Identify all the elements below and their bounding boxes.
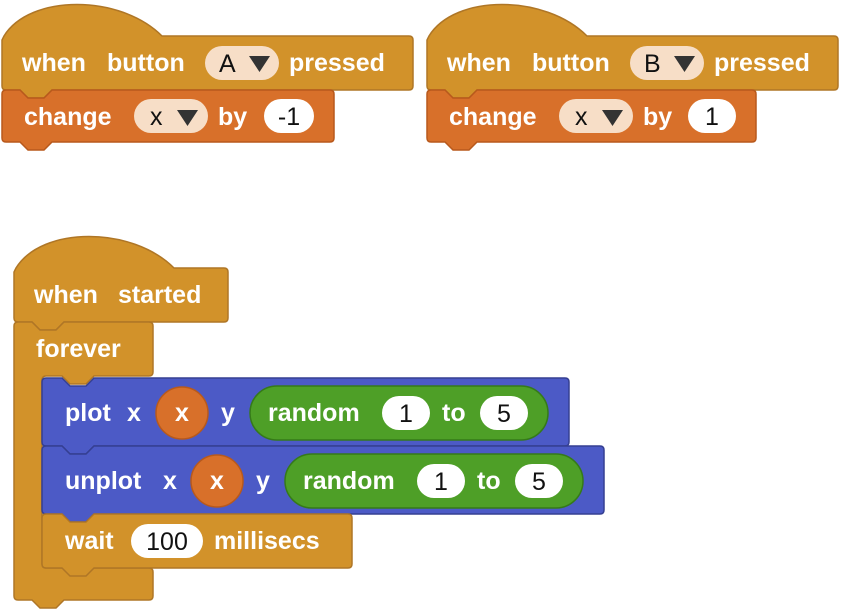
plot-random-label: random bbox=[268, 399, 360, 427]
button-dropdown[interactable]: A bbox=[205, 46, 279, 80]
unplot-x-variable-circle[interactable] bbox=[190, 454, 244, 508]
forever-label: forever bbox=[36, 335, 121, 363]
dropdown-arrow-icon bbox=[674, 56, 695, 72]
variable-dropdown-bg[interactable] bbox=[559, 99, 633, 133]
plot-label: plot bbox=[65, 399, 111, 427]
script-button-b: when button B pressed change x by 1 bbox=[426, 3, 839, 151]
variable-dropdown[interactable]: x bbox=[134, 99, 208, 133]
plot-random-reporter[interactable]: random 1 to 5 bbox=[249, 385, 549, 441]
unplot-random-label: random bbox=[303, 467, 395, 495]
dropdown-arrow-icon bbox=[177, 110, 198, 126]
unplot-random-from-bg[interactable] bbox=[417, 464, 465, 498]
change-label: change bbox=[24, 103, 112, 131]
unplot-x-label: x bbox=[163, 467, 177, 495]
unplot-random-from[interactable]: 1 bbox=[434, 468, 448, 496]
unplot-random-to-bg[interactable] bbox=[515, 464, 563, 498]
plot-y-label: y bbox=[221, 399, 235, 427]
change-block-b[interactable]: change x by 1 bbox=[426, 89, 757, 151]
unplot-y-label: y bbox=[256, 467, 270, 495]
plot-x-variable: x bbox=[175, 399, 189, 427]
button-dropdown-bg[interactable] bbox=[205, 46, 279, 80]
unplot-x-variable: x bbox=[210, 467, 224, 495]
plot-x-label: x bbox=[127, 399, 141, 427]
plot-x-variable-reporter[interactable]: x bbox=[155, 386, 209, 440]
hat-button-text: button bbox=[107, 49, 185, 77]
dropdown-arrow-icon bbox=[249, 56, 270, 72]
hat-when-text: when bbox=[446, 49, 511, 77]
wait-block[interactable]: wait 100 millisecs bbox=[41, 513, 353, 577]
button-dropdown-value: B bbox=[644, 50, 661, 78]
hat-block-button-b[interactable]: when button B pressed bbox=[426, 3, 839, 99]
button-dropdown-bg[interactable] bbox=[630, 46, 704, 80]
wait-input-bg[interactable] bbox=[131, 524, 203, 558]
amount-input[interactable]: 1 bbox=[705, 103, 719, 131]
plot-random-from-bg[interactable] bbox=[382, 396, 430, 430]
plot-to-label: to bbox=[442, 399, 466, 427]
plot-random-from[interactable]: 1 bbox=[399, 400, 413, 428]
change-label: change bbox=[449, 103, 537, 131]
amount-input-bg[interactable] bbox=[688, 99, 736, 133]
by-label: by bbox=[643, 103, 672, 131]
hat-block-button-a[interactable]: when button A pressed bbox=[1, 3, 414, 99]
unplot-x-variable-reporter[interactable]: x bbox=[190, 454, 244, 508]
hat-button-text: button bbox=[532, 49, 610, 77]
wait-unit-label: millisecs bbox=[214, 527, 320, 555]
variable-dropdown-value: x bbox=[150, 103, 163, 131]
by-label: by bbox=[218, 103, 247, 131]
script-when-started: when started forever plot x x y random 1… bbox=[13, 235, 605, 609]
change-block-a[interactable]: change x by -1 bbox=[1, 89, 335, 151]
amount-input[interactable]: -1 bbox=[278, 103, 300, 131]
hat-when-text: when bbox=[21, 49, 86, 77]
variable-dropdown[interactable]: x bbox=[559, 99, 633, 133]
unplot-to-label: to bbox=[477, 467, 501, 495]
amount-input-bg[interactable] bbox=[264, 99, 314, 133]
unplot-label: unplot bbox=[65, 467, 142, 495]
unplot-random-reporter[interactable]: random 1 to 5 bbox=[284, 453, 584, 509]
plot-random-to[interactable]: 5 bbox=[497, 400, 511, 428]
variable-dropdown-value: x bbox=[575, 103, 588, 131]
hat-block-started[interactable]: when started bbox=[13, 235, 229, 331]
plot-x-variable-circle[interactable] bbox=[155, 386, 209, 440]
wait-label: wait bbox=[64, 527, 114, 555]
plot-block[interactable]: plot x x y random 1 to 5 bbox=[41, 377, 570, 455]
plot-random-to-bg[interactable] bbox=[480, 396, 528, 430]
variable-dropdown-bg[interactable] bbox=[134, 99, 208, 133]
hat-pressed-text: pressed bbox=[714, 49, 810, 77]
unplot-random-to[interactable]: 5 bbox=[532, 468, 546, 496]
hat-when-text: when bbox=[33, 281, 98, 309]
script-button-a: when button A pressed change x by -1 bbox=[1, 3, 414, 151]
hat-started-text: started bbox=[118, 281, 201, 309]
button-dropdown-value: A bbox=[219, 50, 236, 78]
unplot-block[interactable]: unplot x x y random 1 to 5 bbox=[41, 445, 605, 523]
wait-input[interactable]: 100 bbox=[146, 528, 188, 556]
hat-pressed-text: pressed bbox=[289, 49, 385, 77]
dropdown-arrow-icon bbox=[602, 110, 623, 126]
button-dropdown[interactable]: B bbox=[630, 46, 704, 80]
